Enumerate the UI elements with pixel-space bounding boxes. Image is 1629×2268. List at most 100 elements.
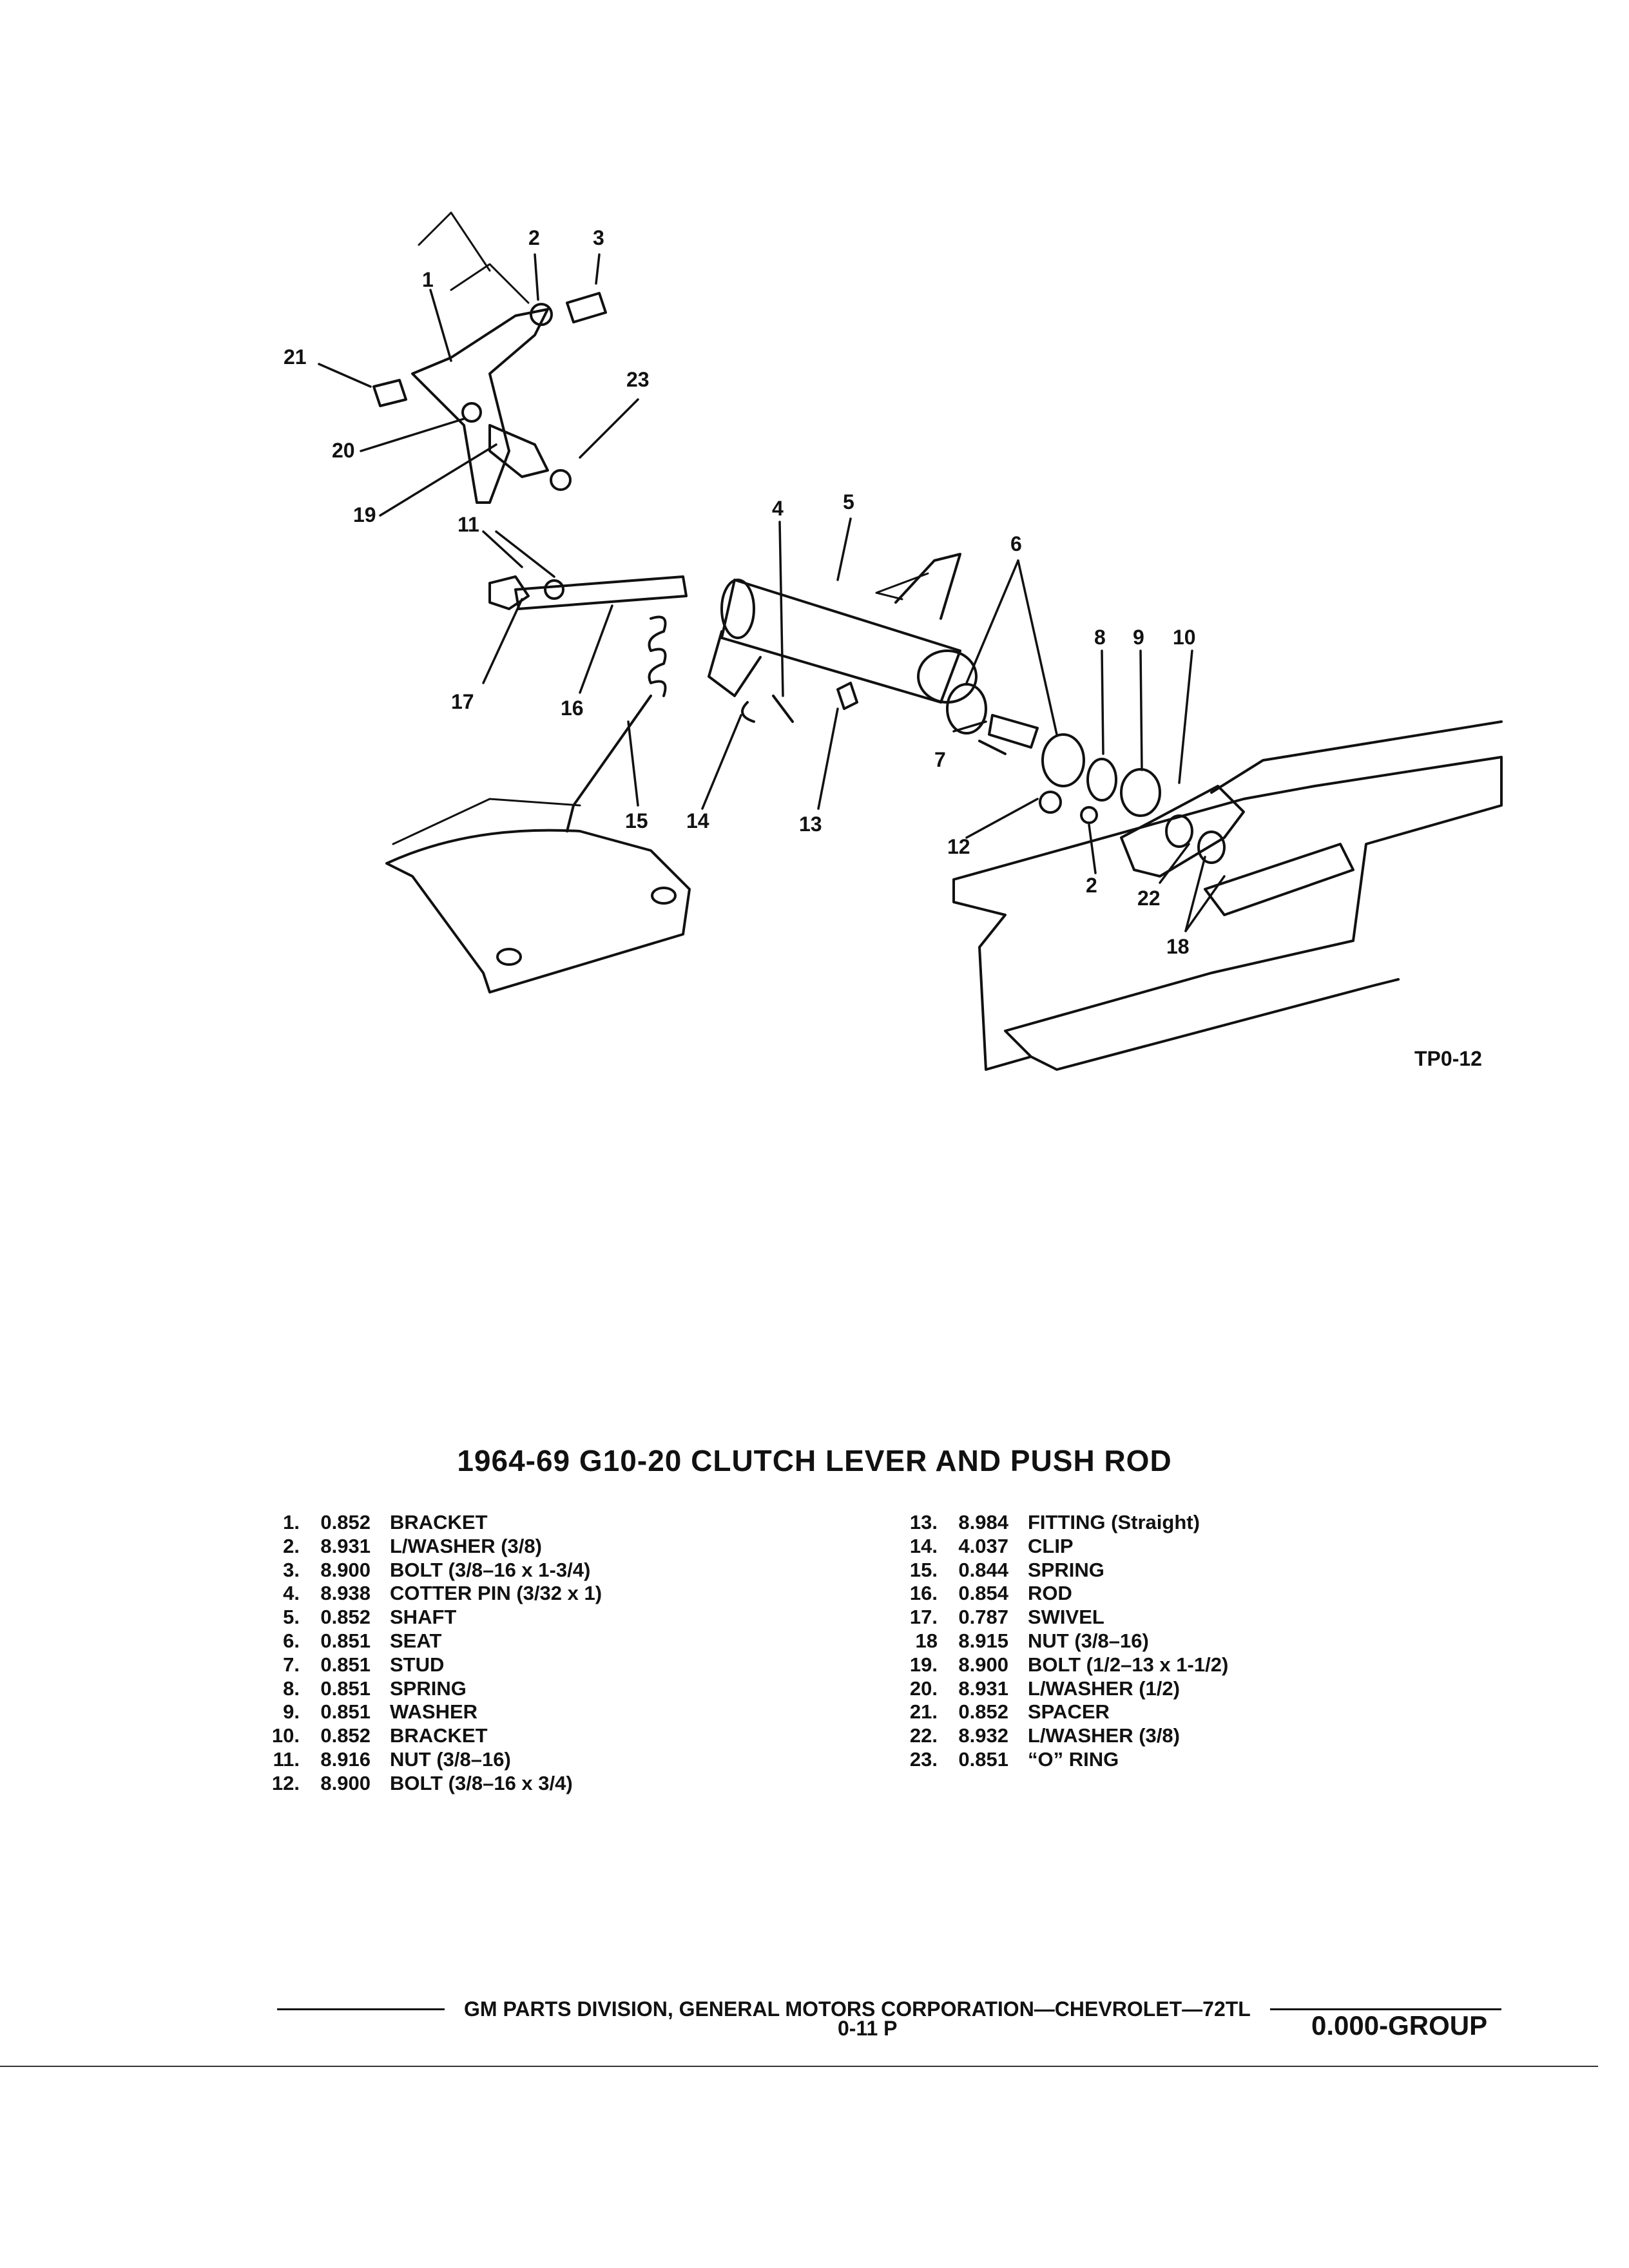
part-number: 21.	[909, 1700, 938, 1724]
part-number: 23.	[909, 1747, 938, 1771]
part-description: BRACKET	[390, 1724, 488, 1747]
footer-rule-right	[1269, 2008, 1501, 2010]
part-description: “O” RING	[1028, 1747, 1119, 1771]
part-description: BOLT (1/2–13 x 1-1/2)	[1028, 1653, 1229, 1676]
part-code: 0.851	[320, 1653, 371, 1676]
part-number: 5.	[283, 1606, 300, 1629]
callout-17: 17	[451, 690, 474, 713]
bolt-3	[566, 292, 607, 323]
callout-13: 13	[799, 812, 822, 836]
frame-rail	[952, 756, 1503, 1071]
seat-6b	[1041, 733, 1085, 787]
part-code: 8.900	[958, 1653, 1008, 1676]
part-code: 0.852	[320, 1511, 371, 1533]
part-row: 23. 0.851 “O” RING	[870, 1748, 1228, 1772]
part-number: 2.	[283, 1534, 300, 1557]
callout-14: 14	[686, 809, 709, 832]
part-code: 8.984	[958, 1511, 1008, 1533]
footer-rule-left	[277, 2008, 445, 2010]
exploded-parts-diagram: 1 2 3 21 23 20 19 11 4 5 6 8 9 10 17 16 …	[284, 211, 1503, 1071]
part-description: L/WASHER (1/2)	[1028, 1677, 1180, 1700]
footer-publisher: GM PARTS DIVISION, GENERAL MOTORS CORPOR…	[277, 1997, 1501, 2021]
part-description: CLIP	[1028, 1534, 1074, 1557]
part-row: 20. 8.931 L/WASHER (1/2)	[870, 1677, 1228, 1701]
part-description: SEAT	[390, 1629, 442, 1652]
part-description: COTTER PIN (3/32 x 1)	[390, 1582, 602, 1605]
part-description: SHAFT	[390, 1606, 457, 1629]
floor-pan	[385, 829, 691, 994]
part-description: L/WASHER (3/8)	[390, 1534, 542, 1557]
part-row: 2. 8.931 L/WASHER (3/8)	[232, 1535, 602, 1559]
part-description: SPRING	[1028, 1558, 1104, 1581]
part-code: 0.851	[320, 1677, 371, 1700]
part-number: 18	[915, 1629, 938, 1652]
callout-19: 19	[353, 503, 376, 526]
callout-2b: 2	[1086, 874, 1097, 897]
part-number: 15.	[909, 1558, 938, 1581]
part-code: 0.851	[320, 1629, 371, 1652]
part-number: 7.	[283, 1653, 300, 1676]
part-code: 8.931	[958, 1677, 1008, 1700]
callout-15: 15	[625, 809, 648, 832]
callout-1: 1	[422, 268, 434, 291]
part-description: SPRING	[390, 1677, 467, 1700]
group-number: 0.000-GROUP	[1311, 2010, 1488, 2041]
washer-9	[1120, 768, 1161, 817]
callout-21: 21	[284, 345, 307, 369]
part-code: 8.932	[958, 1724, 1008, 1747]
part-description: SWIVEL	[1028, 1606, 1104, 1629]
bottom-divider	[0, 2066, 1598, 2067]
callout-23: 23	[626, 368, 650, 391]
footer-text: GM PARTS DIVISION, GENERAL MOTORS CORPOR…	[464, 1997, 1251, 2021]
part-code: 0.787	[958, 1606, 1008, 1629]
part-code: 0.851	[958, 1747, 1008, 1771]
seat-6a	[946, 683, 987, 735]
bolt-19	[488, 424, 549, 478]
part-code: 0.852	[320, 1606, 371, 1629]
part-number: 20.	[909, 1677, 938, 1700]
bracket-1	[411, 308, 549, 504]
part-number: 22.	[909, 1724, 938, 1747]
spring-15	[648, 615, 667, 697]
shaft-5	[720, 579, 961, 704]
part-row: 22. 8.932 L/WASHER (3/8)	[870, 1724, 1228, 1748]
part-number: 13.	[909, 1511, 938, 1533]
callout-5: 5	[843, 490, 854, 514]
callout-16: 16	[561, 697, 584, 720]
part-code: 8.916	[320, 1747, 371, 1771]
part-code: 0.852	[958, 1700, 1008, 1724]
swivel-17	[488, 575, 530, 610]
callout-6: 6	[1010, 532, 1022, 555]
part-code: 0.844	[958, 1558, 1008, 1581]
part-code: 8.915	[958, 1629, 1008, 1652]
push-rod-16	[514, 575, 688, 610]
part-description: L/WASHER (3/8)	[1028, 1724, 1180, 1747]
callout-9: 9	[1133, 626, 1144, 649]
callout-2: 2	[528, 226, 540, 249]
callout-8: 8	[1094, 626, 1106, 649]
callout-3: 3	[593, 226, 604, 249]
part-code: 8.931	[320, 1534, 371, 1557]
part-number: 10.	[271, 1724, 300, 1747]
part-number: 4.	[283, 1582, 300, 1605]
callout-12: 12	[947, 835, 970, 858]
spring-8	[1086, 758, 1117, 802]
part-description: ROD	[1028, 1582, 1072, 1605]
callout-20: 20	[332, 439, 355, 462]
